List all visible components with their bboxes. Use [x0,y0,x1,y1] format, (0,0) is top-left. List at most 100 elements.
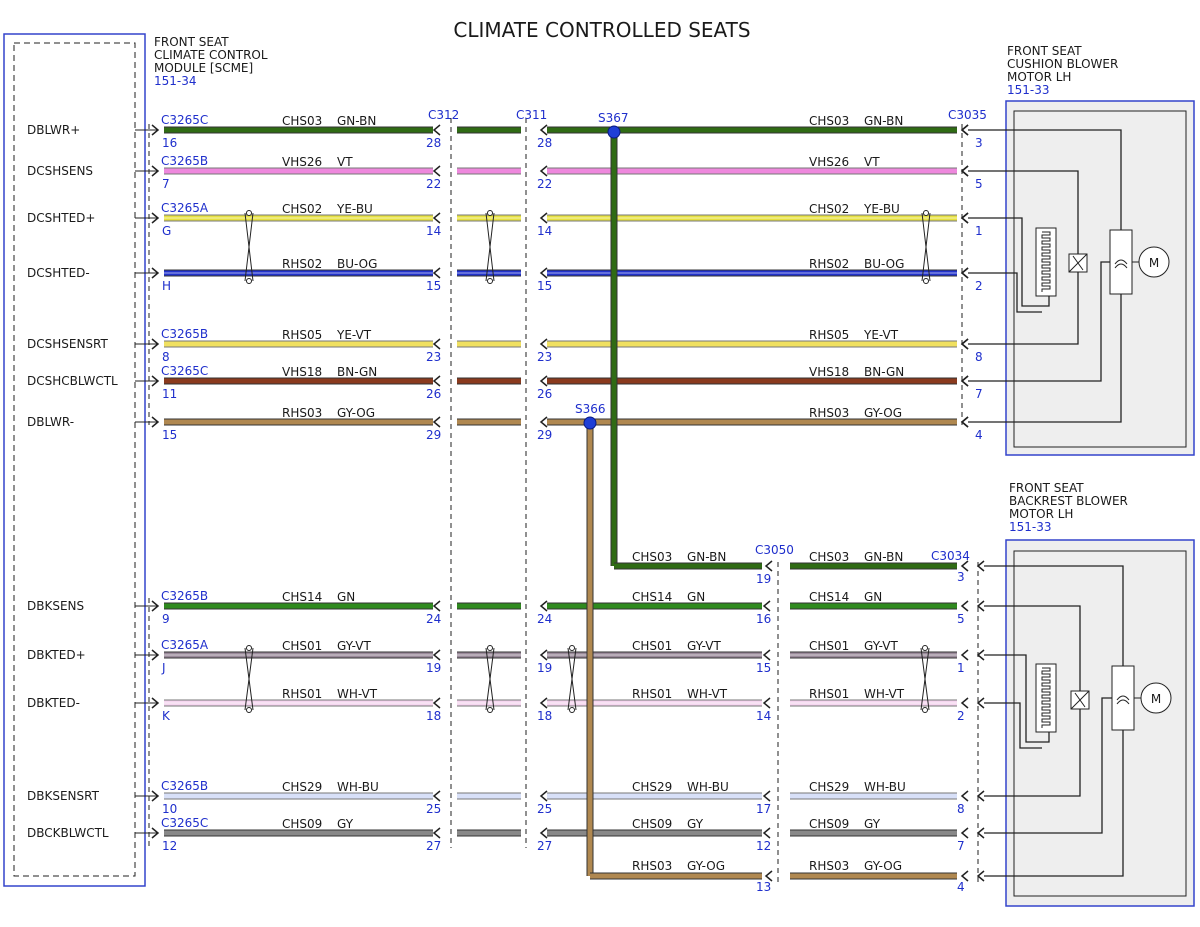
s367-splice-dot [607,125,621,139]
cushion-heater [1041,231,1051,292]
signal-4-pin-end: 8 [975,350,983,364]
signal-11-circuit-m: CHS09 [632,817,672,831]
signal-2-arrow-b [432,212,441,224]
c3050-label: C3050 [755,543,794,557]
backrest-pin-arrow-5 [976,560,985,572]
c3035-label: C3035 [948,108,987,122]
signal-4-circuit-r: RHS05 [809,328,849,342]
signal-0-arrow-b [432,124,441,136]
signal-11-color-m: GY [687,817,704,831]
cushion-wire-2 [968,272,1042,313]
backrest-wire-3 [984,565,1124,666]
branch-top-pin-m: 19 [756,572,771,586]
signal-0-color: GN-BN [337,114,376,128]
signal-2-pin-end: 1 [975,224,983,238]
signal-3-pin-b: 15 [426,279,441,293]
backrest-pin-arrow-4 [976,827,985,839]
twist-top-2-bottom [487,278,493,284]
signal-10-conn: C3265B [161,779,208,793]
signal-7-circuit-m: CHS14 [632,590,672,604]
module-label-line-2: CLIMATE CONTROL [154,48,268,62]
signal-11-arrow-b [432,827,441,839]
signal-9-color: WH-VT [337,687,378,701]
cushion-pin-arrow-4 [960,375,969,387]
signal-6-circuit-r: RHS03 [809,406,849,420]
cushion-motor-ref: 151-33 [1007,83,1050,97]
signal-9-pin-m: 14 [756,709,771,723]
signal-4-arrow-b [432,338,441,350]
signal-8-circuit-r: CHS01 [809,639,849,653]
signal-5-pin-b: 26 [426,387,441,401]
module-ref: 151-34 [154,74,197,88]
twist-top-2-top [487,210,493,216]
cushion-wire-3 [968,129,1122,230]
signal-11-pin-c: 27 [537,839,552,853]
signal-7-conn: C3265B [161,589,208,603]
signal-3-circuit-r: RHS02 [809,257,849,271]
signal-9-arrow-a [151,697,160,709]
signal-11-pin-end: 7 [957,839,965,853]
twist-bot-4-bottom [922,707,928,713]
signal-9-pin-b: 18 [426,709,441,723]
branch-bottom-pin-m: 13 [756,880,771,894]
signal-1-pin-a: 7 [162,177,170,191]
signal-10-circuit-r: CHS29 [809,780,849,794]
signal-2-conn: C3265A [161,201,209,215]
signal-11-color: GY [337,817,354,831]
signal-4-pin-a: 8 [162,350,170,364]
signal-5-arrow-c [539,375,548,387]
branch-bottom-color-r: GY-OG [864,859,902,873]
backrest-blower-driver-symbol [1116,695,1130,705]
signal-9-pin-a: K [162,709,171,723]
signal-6-pin-end: 4 [975,428,983,442]
cushion-wire-4 [968,294,1122,423]
signal-5-arrow-b [432,375,441,387]
signal-5-pin-a: 11 [162,387,177,401]
signal-9-arrow-c [539,697,548,709]
signal-7-circuit: CHS14 [282,590,322,604]
signal-9-pin-end: 2 [957,709,965,723]
signal-4-name: DCSHSENSRT [27,337,109,351]
signal-1-arrow-b [432,165,441,177]
signal-3-name: DCSHTED- [27,266,90,280]
module-label-line-3: MODULE [SCME] [154,61,253,75]
signal-7-color: GN [337,590,355,604]
signal-11-circuit-r: CHS09 [809,817,849,831]
signal-10-pin-b: 25 [426,802,441,816]
signal-5-arrow-a [151,375,160,387]
s367-label: S367 [598,111,629,125]
signal-5-pin-c: 26 [537,387,552,401]
s366-label: S366 [575,402,606,416]
signal-8-circuit: CHS01 [282,639,322,653]
branch-top-color-r: GN-BN [864,550,903,564]
signal-3-circuit: RHS02 [282,257,322,271]
signal-1-name: DCSHSENS [27,164,93,178]
cushion-blower-motor: FRONT SEAT CUSHION BLOWER MOTOR LH 151-3… [1005,44,1195,456]
signal-11-conn: C3265C [161,816,208,830]
signal-4-arrow-c [539,338,548,350]
twist-bot-1-top [246,645,252,651]
branch-bottom-arrow-m [764,870,773,882]
cushion-pin-arrow-1 [960,212,969,224]
signal-2-arrow-a [151,212,160,224]
twist-top-3 [921,212,931,282]
signal-1-pin-b: 22 [426,177,441,191]
signal-0-circuit-r: CHS03 [809,114,849,128]
signal-8-color-r: GY-VT [864,639,898,653]
backrest-wire-1 [984,654,1050,743]
signal-9-arrow-m [762,697,771,709]
twist-top-1-bottom [246,278,252,284]
twist-bot-1-bottom [246,707,252,713]
backrest-heater [1041,667,1051,728]
backrest-pin-arrow-6 [976,870,985,882]
backrest-pin-arrow-3 [976,790,985,802]
signal-3-arrow-a [151,267,160,279]
backrest-blower-motor-letter: M [1151,692,1161,706]
cushion-blower-driver [1109,229,1133,295]
signal-11-arrow-d [960,827,969,839]
c3034-label: C3034 [931,549,970,563]
signal-8-pin-a: J [161,661,166,675]
cushion-blower-motor-letter: M [1149,256,1159,270]
